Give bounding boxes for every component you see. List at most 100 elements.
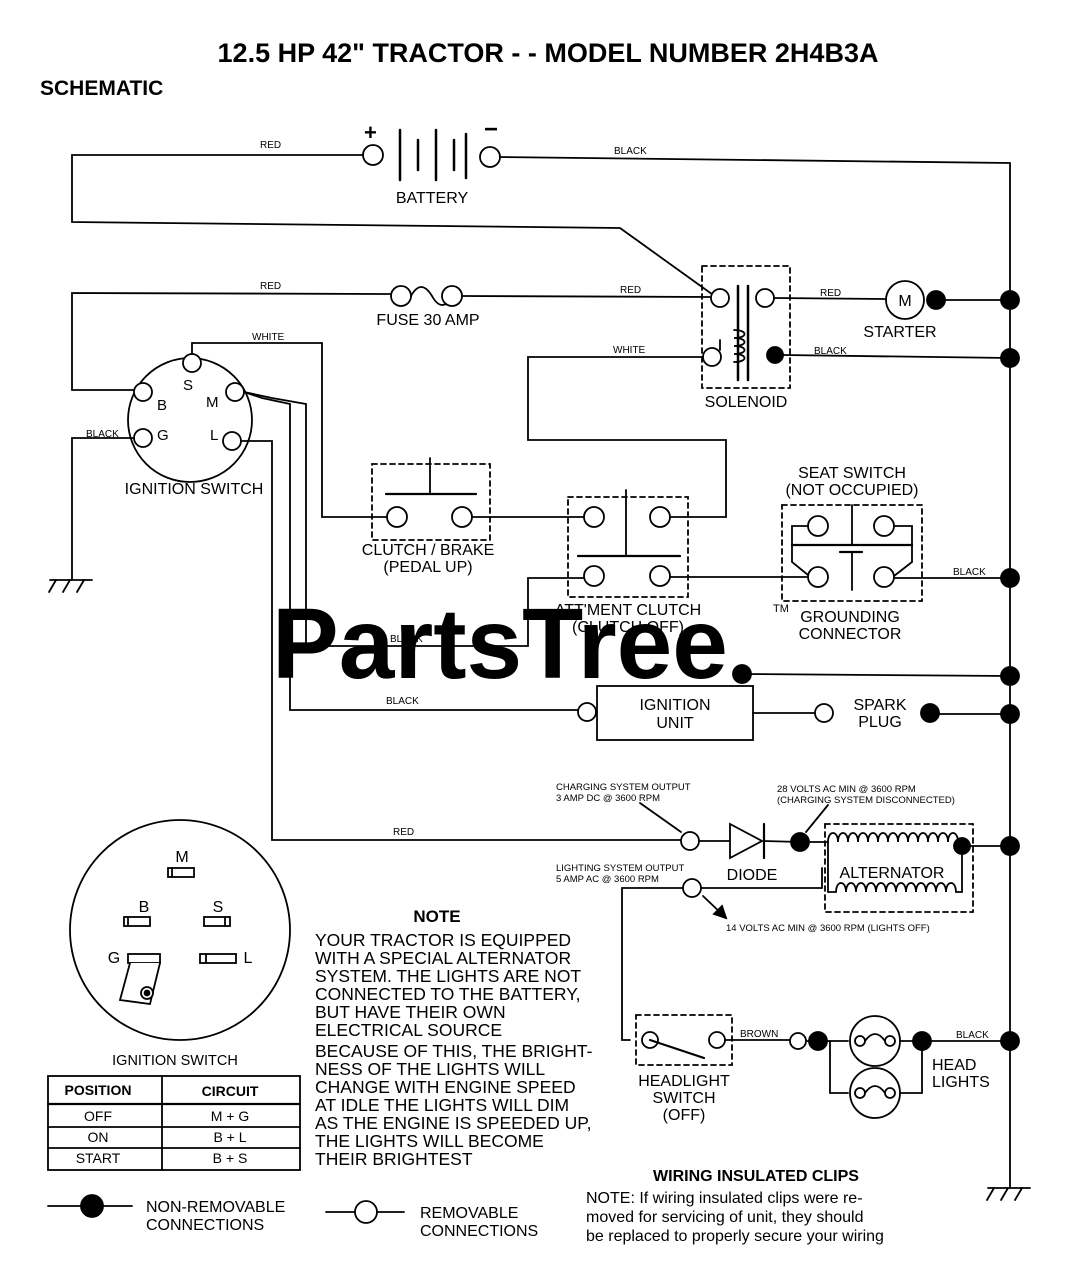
clutch-brake-switch: CLUTCH / BRAKE (PEDAL UP) (362, 457, 494, 576)
svg-text:POSITION: POSITION (65, 1082, 132, 1098)
svg-text:BLACK: BLACK (814, 346, 847, 357)
svg-text:PLUG: PLUG (858, 714, 902, 731)
svg-text:G: G (108, 950, 120, 967)
svg-text:HEAD: HEAD (932, 1057, 976, 1074)
svg-text:(NOT OCCUPIED): (NOT OCCUPIED) (785, 482, 918, 499)
svg-text:S: S (183, 377, 193, 394)
svg-text:YOUR TRACTOR IS EQUIPPED: YOUR TRACTOR IS EQUIPPED (315, 930, 571, 950)
svg-text:BLACK: BLACK (390, 634, 423, 645)
spark-plug: SPARK PLUG (814, 697, 940, 731)
solenoid-label: SOLENOID (705, 394, 788, 411)
page-title: 12.5 HP 42" TRACTOR - - MODEL NUMBER 2H4… (218, 38, 879, 68)
svg-text:WITH A SPECIAL ALTERNATOR: WITH A SPECIAL ALTERNATOR (315, 948, 571, 968)
svg-text:RED: RED (393, 827, 414, 838)
svg-text:3 AMP DC @ 3600 RPM: 3 AMP DC @ 3600 RPM (556, 793, 660, 804)
battery-positive: + (364, 120, 377, 145)
svg-text:DIODE: DIODE (727, 867, 778, 884)
svg-text:NOTE: NOTE (413, 907, 460, 926)
page-subtitle: SCHEMATIC (40, 77, 163, 100)
ignition-switch: S B M G L IGNITION SWITCH (125, 353, 264, 498)
svg-text:OFF: OFF (84, 1108, 112, 1124)
svg-text:CIRCUIT: CIRCUIT (202, 1083, 259, 1099)
svg-text:CONNECTOR: CONNECTOR (799, 626, 902, 643)
svg-text:G: G (157, 427, 169, 444)
svg-text:CHARGING SYSTEM OUTPUT: CHARGING SYSTEM OUTPUT (556, 782, 691, 793)
svg-text:CHANGE WITH ENGINE SPEED: CHANGE WITH ENGINE SPEED (315, 1077, 576, 1097)
svg-text:WHITE: WHITE (613, 345, 646, 356)
svg-text:RED: RED (820, 288, 841, 299)
svg-text:M: M (898, 293, 911, 310)
svg-text:B + S: B + S (213, 1150, 248, 1166)
svg-text:B + L: B + L (213, 1129, 246, 1145)
svg-text:BLACK: BLACK (386, 696, 419, 707)
svg-text:(PEDAL UP): (PEDAL UP) (383, 559, 472, 576)
svg-text:28 VOLTS AC MIN @ 3600 RPM: 28 VOLTS AC MIN @ 3600 RPM (777, 784, 916, 795)
svg-text:S: S (213, 899, 224, 916)
svg-text:BECAUSE OF THIS, THE BRIGHT-: BECAUSE OF THIS, THE BRIGHT- (315, 1041, 593, 1061)
svg-text:NOTE: If wiring insulated clip: NOTE: If wiring insulated clips were re- (586, 1190, 863, 1207)
svg-text:RED: RED (260, 140, 281, 151)
headlight-switch: HEADLIGHT SWITCH (OFF) (635, 1014, 733, 1124)
svg-text:5 AMP AC @ 3600 RPM: 5 AMP AC @ 3600 RPM (556, 874, 659, 885)
svg-text:NESS OF THE LIGHTS WILL: NESS OF THE LIGHTS WILL (315, 1059, 545, 1079)
diode: DIODE (727, 822, 778, 884)
svg-text:AT IDLE THE LIGHTS WILL DIM: AT IDLE THE LIGHTS WILL DIM (315, 1095, 569, 1115)
svg-text:NON-REMOVABLE: NON-REMOVABLE (146, 1199, 285, 1216)
svg-text:SPARK: SPARK (853, 697, 906, 714)
battery: + − BATTERY (362, 116, 501, 207)
ground-symbol-right (986, 1187, 1031, 1201)
fuse-label: FUSE 30 AMP (376, 312, 479, 329)
svg-text:CONNECTIONS: CONNECTIONS (146, 1217, 264, 1234)
svg-text:M + G: M + G (211, 1108, 250, 1124)
svg-text:RED: RED (260, 281, 281, 292)
svg-text:WIRING INSULATED CLIPS: WIRING INSULATED CLIPS (653, 1168, 859, 1185)
alternator: ALTERNATOR (808, 823, 974, 913)
svg-text:GROUNDING: GROUNDING (800, 609, 900, 626)
svg-text:IGNITION SWITCH: IGNITION SWITCH (112, 1053, 238, 1069)
svg-text:UNIT: UNIT (656, 715, 694, 732)
svg-text:BLACK: BLACK (86, 429, 119, 440)
svg-text:ATT'MENT CLUTCH: ATT'MENT CLUTCH (555, 602, 701, 619)
svg-text:CONNECTED TO THE BATTERY,: CONNECTED TO THE BATTERY, (315, 984, 580, 1004)
svg-text:TM: TM (773, 603, 789, 615)
battery-label: BATTERY (396, 190, 469, 207)
note-block: NOTE YOUR TRACTOR IS EQUIPPED WITH A SPE… (315, 907, 593, 1169)
head-lights: HEAD LIGHTS (817, 1015, 990, 1119)
svg-text:B: B (157, 397, 167, 414)
svg-text:CONNECTIONS: CONNECTIONS (420, 1223, 538, 1240)
svg-text:ALTERNATOR: ALTERNATOR (840, 865, 945, 882)
svg-text:SWITCH: SWITCH (652, 1090, 715, 1107)
svg-text:SEAT SWITCH: SEAT SWITCH (798, 465, 906, 482)
svg-text:M: M (206, 394, 219, 411)
svg-text:REMOVABLE: REMOVABLE (420, 1205, 518, 1222)
svg-text:BROWN: BROWN (740, 1029, 778, 1040)
fuse-30-amp: FUSE 30 AMP (376, 285, 480, 329)
svg-text:LIGHTS: LIGHTS (932, 1074, 990, 1091)
svg-text:14 VOLTS AC MIN @ 3600 RPM (L: 14 VOLTS AC MIN @ 3600 RPM (LIGHTS OFF) (726, 923, 930, 934)
ignition-switch-face: M B S G L IGNITION SWITCH (69, 819, 291, 1069)
legend: NON-REMOVABLE CONNECTIONS REMOVABLE CONN… (47, 1194, 538, 1240)
svg-text:IGNITION: IGNITION (639, 697, 710, 714)
svg-text:THE LIGHTS WILL BECOME: THE LIGHTS WILL BECOME (315, 1131, 544, 1151)
svg-text:BLACK: BLACK (614, 146, 647, 157)
svg-text:moved for servicing of unit: moved for servicing of unit, they should (586, 1209, 863, 1226)
svg-text:WHITE: WHITE (252, 332, 285, 343)
svg-text:HEADLIGHT: HEADLIGHT (638, 1073, 730, 1090)
svg-text:THEIR BRIGHTEST: THEIR BRIGHTEST (315, 1149, 473, 1169)
svg-text:AS THE ENGINE IS SPEEDED UP,: AS THE ENGINE IS SPEEDED UP, (315, 1113, 592, 1133)
svg-text:(OFF): (OFF) (663, 1107, 706, 1124)
svg-text:ELECTRICAL SOURCE: ELECTRICAL SOURCE (315, 1020, 502, 1040)
ignition-position-table: POSITION CIRCUIT OFF M + G ON B + L STAR… (46, 1075, 302, 1171)
svg-text:LIGHTING SYSTEM OUTPUT: LIGHTING SYSTEM OUTPUT (556, 863, 684, 874)
svg-text:B: B (139, 899, 150, 916)
svg-text:CLUTCH / BRAKE: CLUTCH / BRAKE (362, 542, 494, 559)
ignition-switch-label: IGNITION SWITCH (125, 481, 264, 498)
svg-text:BLACK: BLACK (956, 1030, 989, 1041)
svg-text:SYSTEM. THE LIGHTS ARE NOT: SYSTEM. THE LIGHTS ARE NOT (315, 966, 581, 986)
svg-text:L: L (244, 950, 253, 967)
svg-text:L: L (210, 427, 218, 444)
watermark: PartsTree TM (272, 588, 789, 700)
solenoid: SOLENOID (701, 265, 791, 411)
svg-text:be replaced to properly secure: be replaced to properly secure your wiri… (586, 1228, 884, 1245)
